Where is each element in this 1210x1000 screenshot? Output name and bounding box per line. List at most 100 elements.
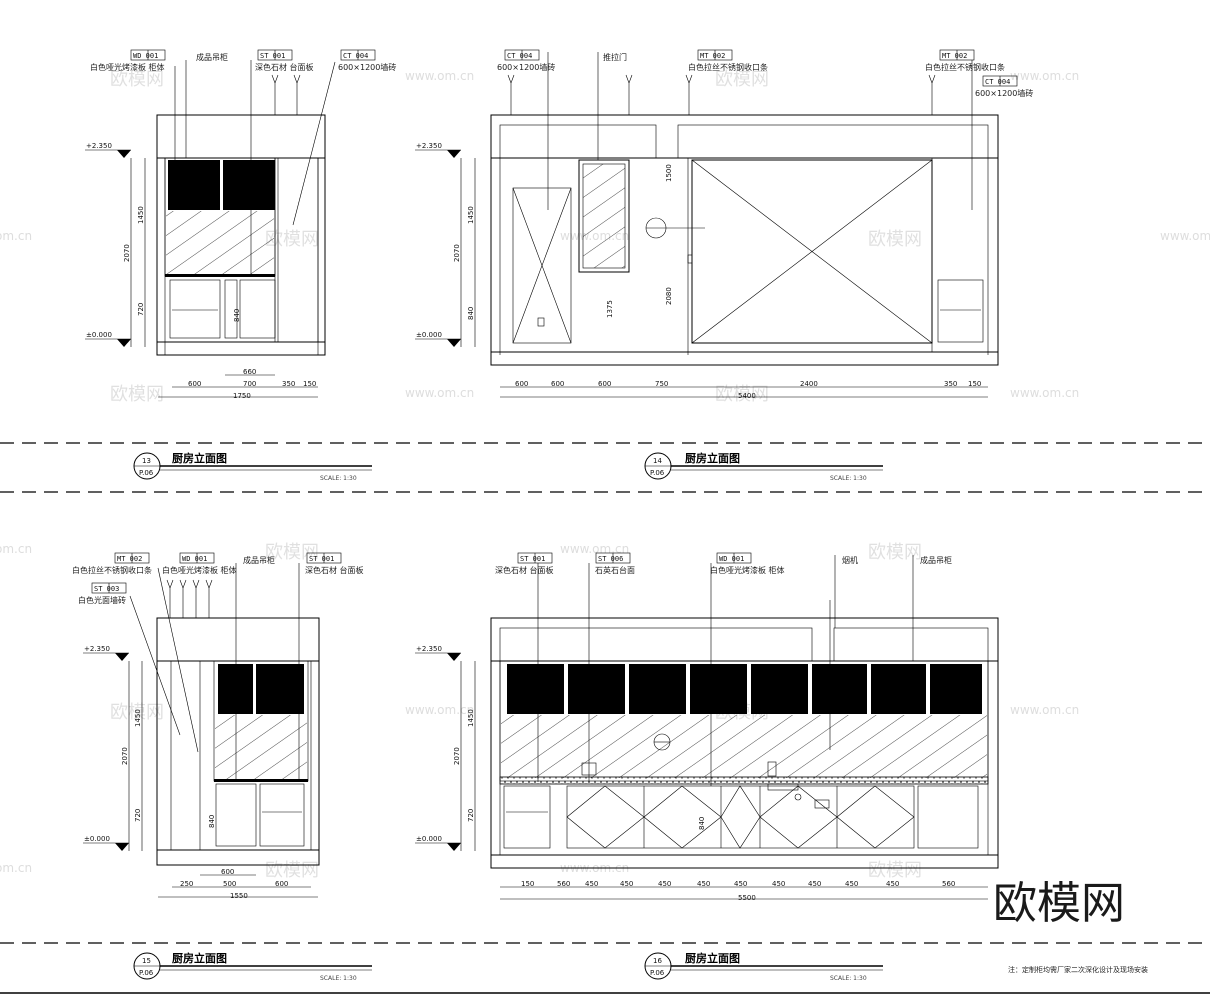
sink: [767, 783, 799, 791]
dim-label: 250: [180, 880, 193, 888]
svg-text:150: 150: [521, 880, 534, 888]
upper-cabinet-glass: [168, 160, 220, 210]
base-cabinet-row: [503, 785, 979, 849]
svg-text:深色石材 台面板: 深色石材 台面板: [255, 62, 314, 72]
view-title: 厨房立面图: [685, 451, 740, 465]
dim-label: 150: [968, 380, 981, 388]
dim-label: 660: [243, 368, 256, 376]
svg-text:+2.350: +2.350: [86, 142, 112, 150]
ceiling-soffit: [490, 114, 999, 159]
upper-cabinet-glass: [223, 160, 275, 210]
dim-label: 1375: [606, 300, 614, 318]
dim-label: 700: [243, 380, 256, 388]
view-title: 厨房立面图: [172, 451, 227, 465]
svg-text:WD 001: WD 001: [133, 52, 158, 60]
elevation-view-14: +2.350 ±0.000 1450 2070 840 1500 2080 13…: [415, 49, 1033, 400]
callout: CT 004 600×1200墙砖: [497, 49, 555, 115]
svg-text:13: 13: [142, 457, 151, 465]
svg-text:白色拉丝不锈钢收口条: 白色拉丝不锈钢收口条: [925, 62, 1005, 72]
title-block-16: 16 P.06 厨房立面图 SCALE: 1:30: [644, 951, 883, 982]
svg-text:450: 450: [772, 880, 785, 888]
svg-text:成品吊柜: 成品吊柜: [243, 555, 275, 565]
backsplash-tile: [501, 715, 987, 778]
callout: ST 001 深色石材 台面板: [298, 552, 364, 781]
dim-label: 1450: [467, 206, 475, 224]
svg-text:450: 450: [697, 880, 710, 888]
watermark-brand: 欧模网: [868, 860, 922, 881]
svg-text:±0.000: ±0.000: [86, 331, 112, 339]
callout: CT 004 600×1200墙砖: [975, 75, 1033, 98]
dim-label: 600: [188, 380, 201, 388]
elevation-view-15: +2.350 ±0.000 1450 2070 720 840 250 600 …: [72, 552, 364, 900]
dim-label: 5500: [738, 894, 756, 902]
svg-text:ST 001: ST 001: [309, 555, 334, 563]
watermark-brand: 欧模网: [110, 384, 164, 405]
svg-text:石英石台面: 石英石台面: [595, 565, 635, 575]
faucet: [767, 761, 777, 777]
svg-text:白色光面墙砖: 白色光面墙砖: [78, 595, 126, 605]
dim-label: 840: [467, 307, 475, 320]
dim-label: 750: [655, 380, 668, 388]
svg-text:成品吊柜: 成品吊柜: [920, 555, 952, 565]
svg-text:MT 002: MT 002: [700, 52, 725, 60]
svg-text:±0.000: ±0.000: [84, 835, 110, 843]
upper-cabinet-row: [507, 664, 982, 714]
dim-label: 1450: [137, 206, 145, 224]
svg-text:600×1200墙砖: 600×1200墙砖: [497, 62, 555, 72]
svg-text:+2.350: +2.350: [416, 142, 442, 150]
svg-text:14: 14: [653, 457, 662, 465]
watermark-brand: 欧模网: [265, 542, 319, 563]
svg-text:±0.000: ±0.000: [416, 331, 442, 339]
callout: 推拉门: [547, 52, 633, 210]
level-marker-top: +2.350: [85, 142, 131, 158]
footer-note: 注：定制柜均需厂家二次深化设计及现场安装: [1008, 965, 1148, 974]
dim-label: 720: [467, 809, 475, 822]
window-frame: [578, 159, 630, 273]
dim-label: 2070: [453, 244, 461, 262]
dim-label: 840: [208, 815, 216, 828]
callout: MT 002 白色拉丝不锈钢收口条: [685, 49, 768, 115]
watermark-brand: 欧模网: [110, 69, 164, 90]
backsplash-tile: [166, 211, 274, 275]
svg-text:CT 004: CT 004: [507, 52, 532, 60]
svg-text:白色哑光烤漆板 柜体: 白色哑光烤漆板 柜体: [90, 62, 165, 72]
svg-text:560: 560: [942, 880, 955, 888]
svg-text:ST 006: ST 006: [598, 555, 623, 563]
svg-text:600×1200墙砖: 600×1200墙砖: [975, 88, 1033, 98]
svg-text:成品吊柜: 成品吊柜: [196, 52, 228, 62]
view-title: 厨房立面图: [685, 951, 740, 965]
callout: ST 001 深色石材 台面板: [250, 49, 314, 276]
svg-text:WD 001: WD 001: [182, 555, 207, 563]
svg-text:深色石材 台面板: 深色石材 台面板: [495, 565, 554, 575]
level-marker-bottom: ±0.000: [415, 331, 461, 347]
dim-label: 500: [223, 880, 236, 888]
svg-text:白色哑光烤漆板 柜体: 白色哑光烤漆板 柜体: [710, 565, 785, 575]
svg-text:白色拉丝不锈钢收口条: 白色拉丝不锈钢收口条: [688, 62, 768, 72]
window-glass: [582, 163, 626, 269]
watermark-brand: 欧模网: [868, 542, 922, 563]
level-marker-top: +2.350: [83, 645, 129, 661]
dim-label: 1450: [134, 709, 142, 727]
dim-label: 2070: [453, 747, 461, 765]
dim-label: 2070: [123, 244, 131, 262]
svg-text:ST 001: ST 001: [260, 52, 285, 60]
watermark-brand: 欧模网: [110, 702, 164, 723]
view-title: 厨房立面图: [172, 951, 227, 965]
svg-text:SCALE: 1:30: SCALE: 1:30: [320, 975, 357, 982]
watermark-brand: 欧模网: [265, 860, 319, 881]
title-block-13: 13 P.06 厨房立面图 SCALE: 1:30: [133, 451, 372, 482]
callout: CT 004 600×1200墙砖: [292, 49, 396, 226]
watermark-url: www.om.cn: [1010, 69, 1079, 83]
svg-text:600×1200墙砖: 600×1200墙砖: [338, 62, 396, 72]
ceiling-soffit: [490, 617, 999, 662]
svg-text:深色石材 台面板: 深色石材 台面板: [305, 565, 364, 575]
dim-label: 1500: [665, 164, 673, 182]
svg-text:ST 001: ST 001: [520, 555, 545, 563]
title-block-15: 15 P.06 厨房立面图 SCALE: 1:30: [133, 951, 372, 982]
watermark-brand: 欧模网: [715, 384, 769, 405]
dim-label: 600: [275, 880, 288, 888]
dim-label: 720: [137, 303, 145, 316]
callout: WD 001 白色哑光烤漆板 柜体: [90, 49, 176, 160]
dim-label: 2400: [800, 380, 818, 388]
